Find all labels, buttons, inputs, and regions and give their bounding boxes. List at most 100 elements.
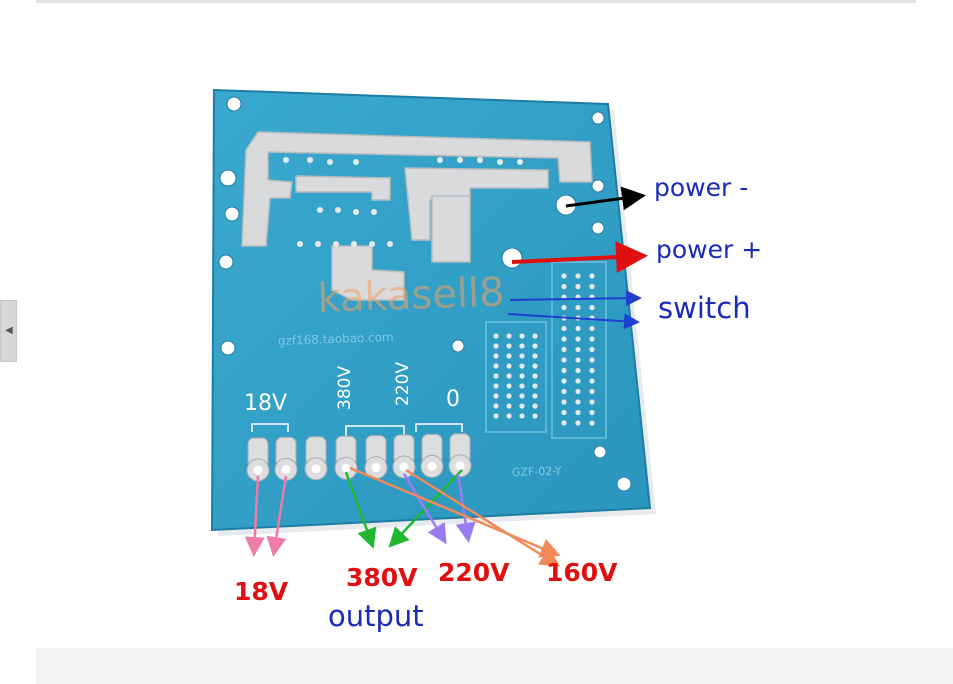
ic-pin xyxy=(561,388,567,395)
ic-pin xyxy=(561,325,567,332)
ic-pin xyxy=(519,383,525,389)
pcb-board xyxy=(210,88,652,532)
ic-pin xyxy=(493,403,499,409)
ic-pin xyxy=(575,420,581,426)
ic-pin xyxy=(575,346,581,353)
ic-pin xyxy=(561,420,567,426)
ic-pin xyxy=(519,393,525,399)
silk-model: GZF-02-Y xyxy=(512,464,562,479)
terminal-hole xyxy=(455,461,465,471)
ic-pin xyxy=(575,336,581,342)
ic-pin xyxy=(561,357,567,363)
terminal-hole xyxy=(253,465,263,475)
ic-pin xyxy=(575,325,581,332)
arrow-160v-2 xyxy=(405,468,561,567)
bottom-band xyxy=(36,648,953,684)
ic-pin xyxy=(532,373,538,379)
ic-pin xyxy=(575,273,581,279)
terminal-hole xyxy=(311,464,321,474)
arrow-18v-1 xyxy=(244,475,265,557)
ic-pin xyxy=(493,413,499,419)
ic-pin xyxy=(575,357,581,363)
ic-pin xyxy=(506,403,512,409)
arrow-160v-1 xyxy=(349,466,561,558)
ic-pin xyxy=(532,363,538,369)
ic-pin xyxy=(589,273,595,279)
silk-0: 0 xyxy=(446,387,460,412)
terminal-hole xyxy=(341,463,351,473)
ic-pin xyxy=(493,373,499,379)
ic-pin xyxy=(561,304,567,311)
silk-brackets xyxy=(251,423,463,436)
ic-pin xyxy=(506,393,512,399)
arrow-18v-2 xyxy=(266,475,288,557)
ic-pin xyxy=(519,413,525,419)
label-380v-output: 380V xyxy=(346,563,418,592)
ic-pin xyxy=(532,343,538,349)
ic-pin xyxy=(589,409,595,416)
ic-pin xyxy=(589,367,595,374)
silk-18v: 18V xyxy=(244,391,287,416)
ic-pin xyxy=(561,409,567,416)
ic-pin xyxy=(519,373,525,379)
silk-380v: 380V xyxy=(335,366,355,410)
ic-pin xyxy=(532,383,538,389)
ic-pin xyxy=(561,378,567,384)
carousel-prev-button[interactable]: ◀ xyxy=(0,300,17,362)
ic-pin xyxy=(575,367,581,374)
ic-pin xyxy=(589,346,595,353)
arrow-380v-1 xyxy=(344,471,377,549)
terminal-hole xyxy=(427,461,437,471)
ic-pin xyxy=(561,399,567,405)
ic-pin xyxy=(561,283,567,290)
terminal-hole xyxy=(399,462,409,472)
top-border xyxy=(36,0,916,3)
ic-pin xyxy=(519,343,525,349)
ic-pin xyxy=(519,353,525,359)
ic-pin xyxy=(589,357,595,363)
ic-pin xyxy=(589,336,595,342)
terminal-hole xyxy=(281,464,291,474)
ic-pin xyxy=(493,333,499,339)
silk-220v: 220V xyxy=(393,362,413,406)
solder-traces xyxy=(241,131,593,301)
ic-footprint xyxy=(485,261,607,439)
arrow-220v-1 xyxy=(402,473,447,545)
ic-pin xyxy=(506,383,512,389)
ic-pin xyxy=(506,353,512,359)
arrow-power-plus xyxy=(511,241,648,274)
ic-pin xyxy=(532,393,538,399)
ic-pin xyxy=(589,378,595,384)
ic-pin xyxy=(589,283,595,290)
terminal-hole xyxy=(371,463,381,473)
ic-pin xyxy=(561,367,567,374)
ic-pin xyxy=(575,378,581,384)
ic-pin xyxy=(519,333,525,339)
ic-pin xyxy=(493,353,499,359)
ic-pin xyxy=(532,353,538,359)
ic-pin xyxy=(575,304,581,311)
ic-pin xyxy=(506,373,512,379)
label-power-plus: power + xyxy=(656,235,762,264)
ic-pin xyxy=(519,403,525,409)
ic-pin xyxy=(532,333,538,339)
ic-pin xyxy=(532,413,538,419)
chevron-left-icon: ◀ xyxy=(5,325,13,336)
ic-pin xyxy=(575,399,581,405)
ic-pin xyxy=(493,363,499,369)
ic-pin xyxy=(561,273,567,279)
ic-pin xyxy=(506,343,512,349)
label-output: output xyxy=(328,599,424,633)
arrow-380v-2 xyxy=(388,469,463,548)
ic-pin xyxy=(493,383,499,389)
arrow-switch-1 xyxy=(509,290,642,307)
silk-url: gzf168.taobao.com xyxy=(278,330,394,348)
label-160v-output: 160V xyxy=(546,558,618,587)
ic-pin xyxy=(589,325,595,332)
watermark: kakasell8 xyxy=(317,269,506,322)
ic-pin xyxy=(589,420,595,426)
ic-pin xyxy=(561,336,567,342)
via-dots xyxy=(283,157,523,247)
